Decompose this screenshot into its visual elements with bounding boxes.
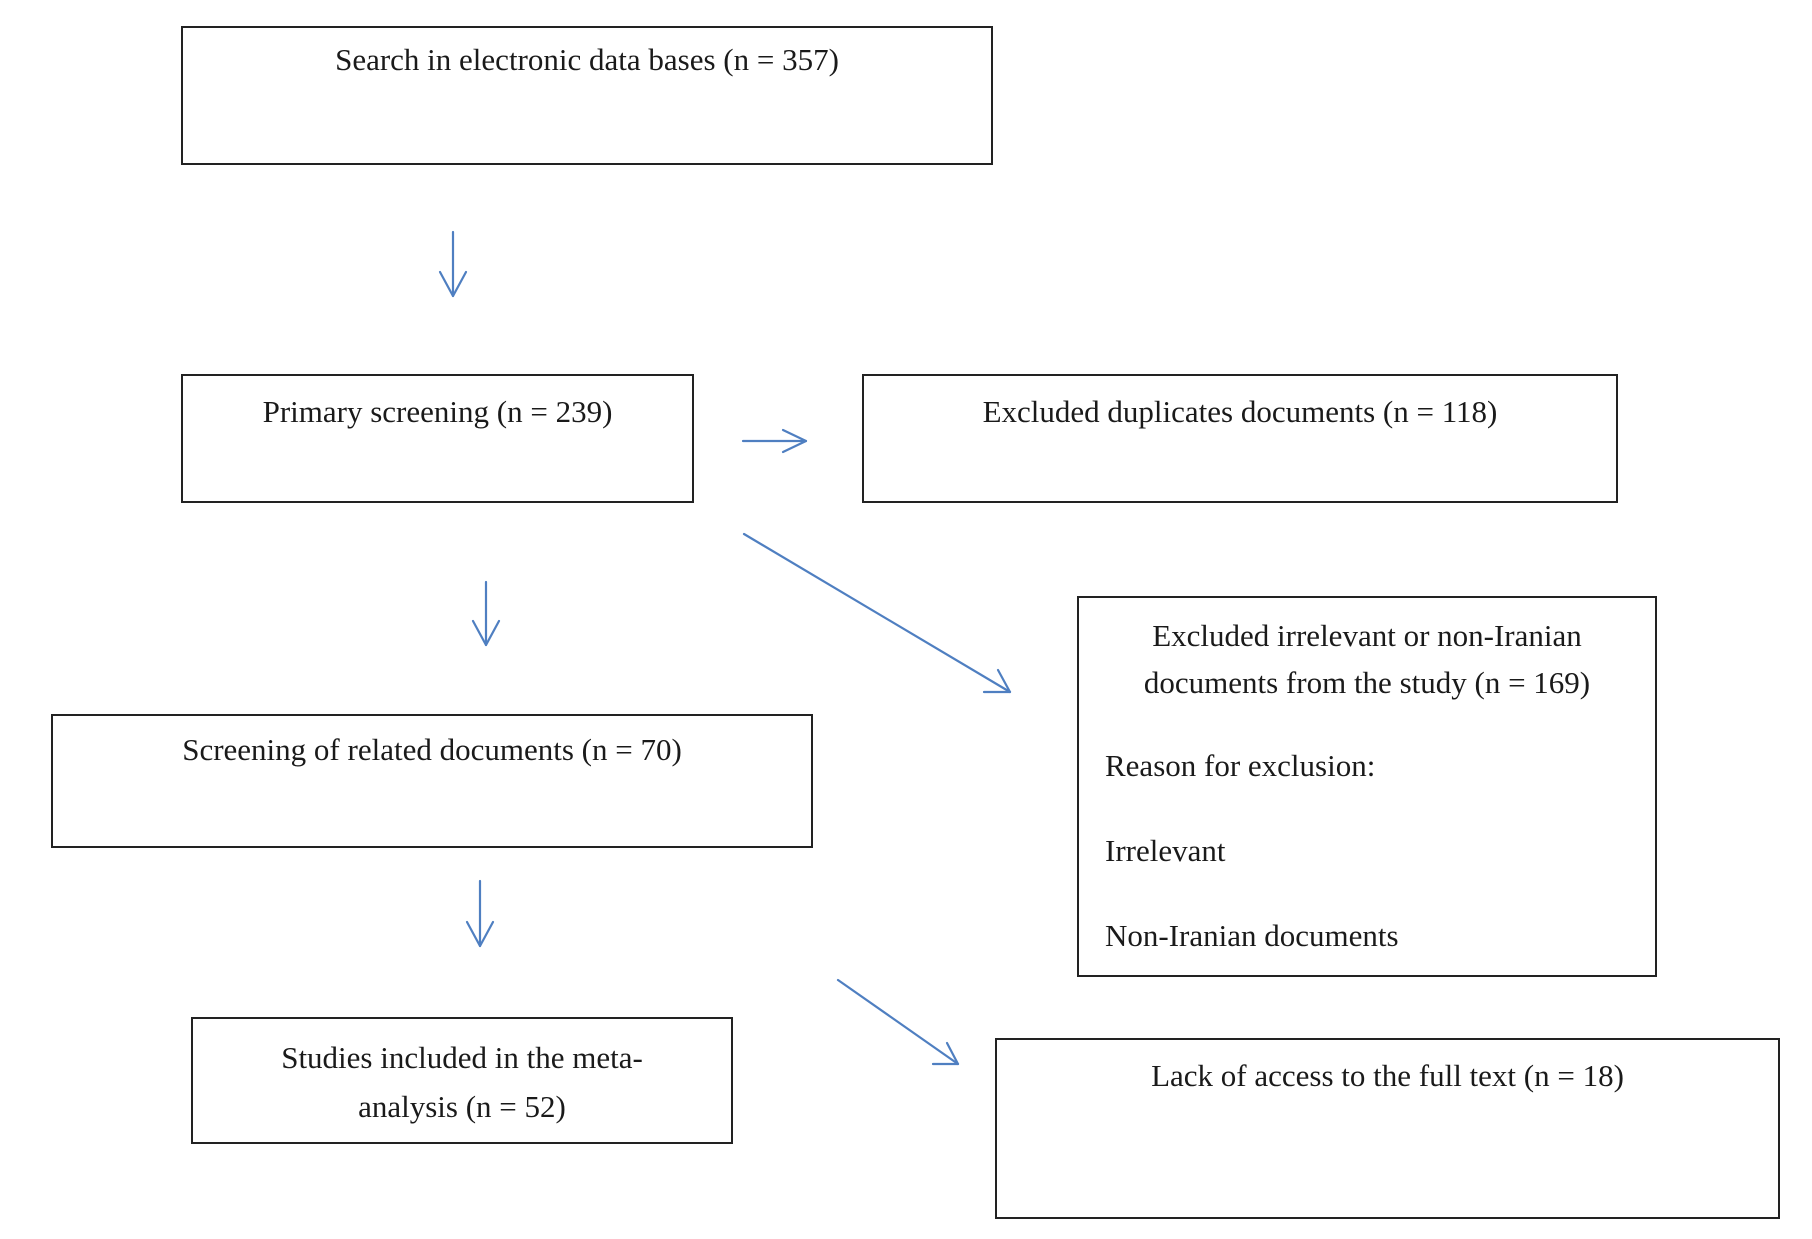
arrow-related-to-fulltext bbox=[836, 978, 960, 1066]
exclusion-reason-irrelevant: Irrelevant bbox=[1105, 833, 1226, 868]
excluded-irrelevant-line2: documents from the study (n = 169) bbox=[1143, 665, 1591, 700]
excluded-irrelevant-box: Excluded irrelevant or non-Iranian docum… bbox=[1077, 596, 1657, 977]
excluded-duplicates-label: Excluded duplicates documents (n = 118) bbox=[982, 394, 1498, 429]
related-screening-box: Screening of related documents (n = 70) bbox=[51, 714, 813, 848]
included-studies-line2: analysis (n = 52) bbox=[358, 1089, 566, 1124]
included-studies-line1: Studies included in the meta- bbox=[281, 1040, 643, 1075]
exclusion-reason-label: Reason for exclusion: bbox=[1105, 748, 1376, 783]
included-studies-box: Studies included in the meta- analysis (… bbox=[191, 1017, 733, 1144]
arrow-related-to-included bbox=[465, 879, 495, 948]
related-screening-label: Screening of related documents (n = 70) bbox=[182, 732, 682, 767]
no-full-text-box: Lack of access to the full text (n = 18) bbox=[995, 1038, 1780, 1219]
search-databases-label: Search in electronic data bases (n = 357… bbox=[335, 42, 839, 77]
no-full-text-label: Lack of access to the full text (n = 18) bbox=[1151, 1058, 1624, 1093]
arrow-primary-to-related bbox=[471, 580, 501, 647]
arrow-primary-to-irrelevant bbox=[742, 532, 1012, 694]
excluded-duplicates-box: Excluded duplicates documents (n = 118) bbox=[862, 374, 1618, 503]
primary-screening-box: Primary screening (n = 239) bbox=[181, 374, 694, 503]
excluded-irrelevant-line1: Excluded irrelevant or non-Iranian bbox=[1152, 618, 1582, 653]
arrow-primary-to-duplicates bbox=[741, 428, 808, 454]
primary-screening-label: Primary screening (n = 239) bbox=[262, 394, 613, 429]
search-databases-box: Search in electronic data bases (n = 357… bbox=[181, 26, 993, 165]
arrow-search-to-primary bbox=[438, 230, 468, 298]
exclusion-reason-non-iranian: Non-Iranian documents bbox=[1105, 918, 1399, 953]
